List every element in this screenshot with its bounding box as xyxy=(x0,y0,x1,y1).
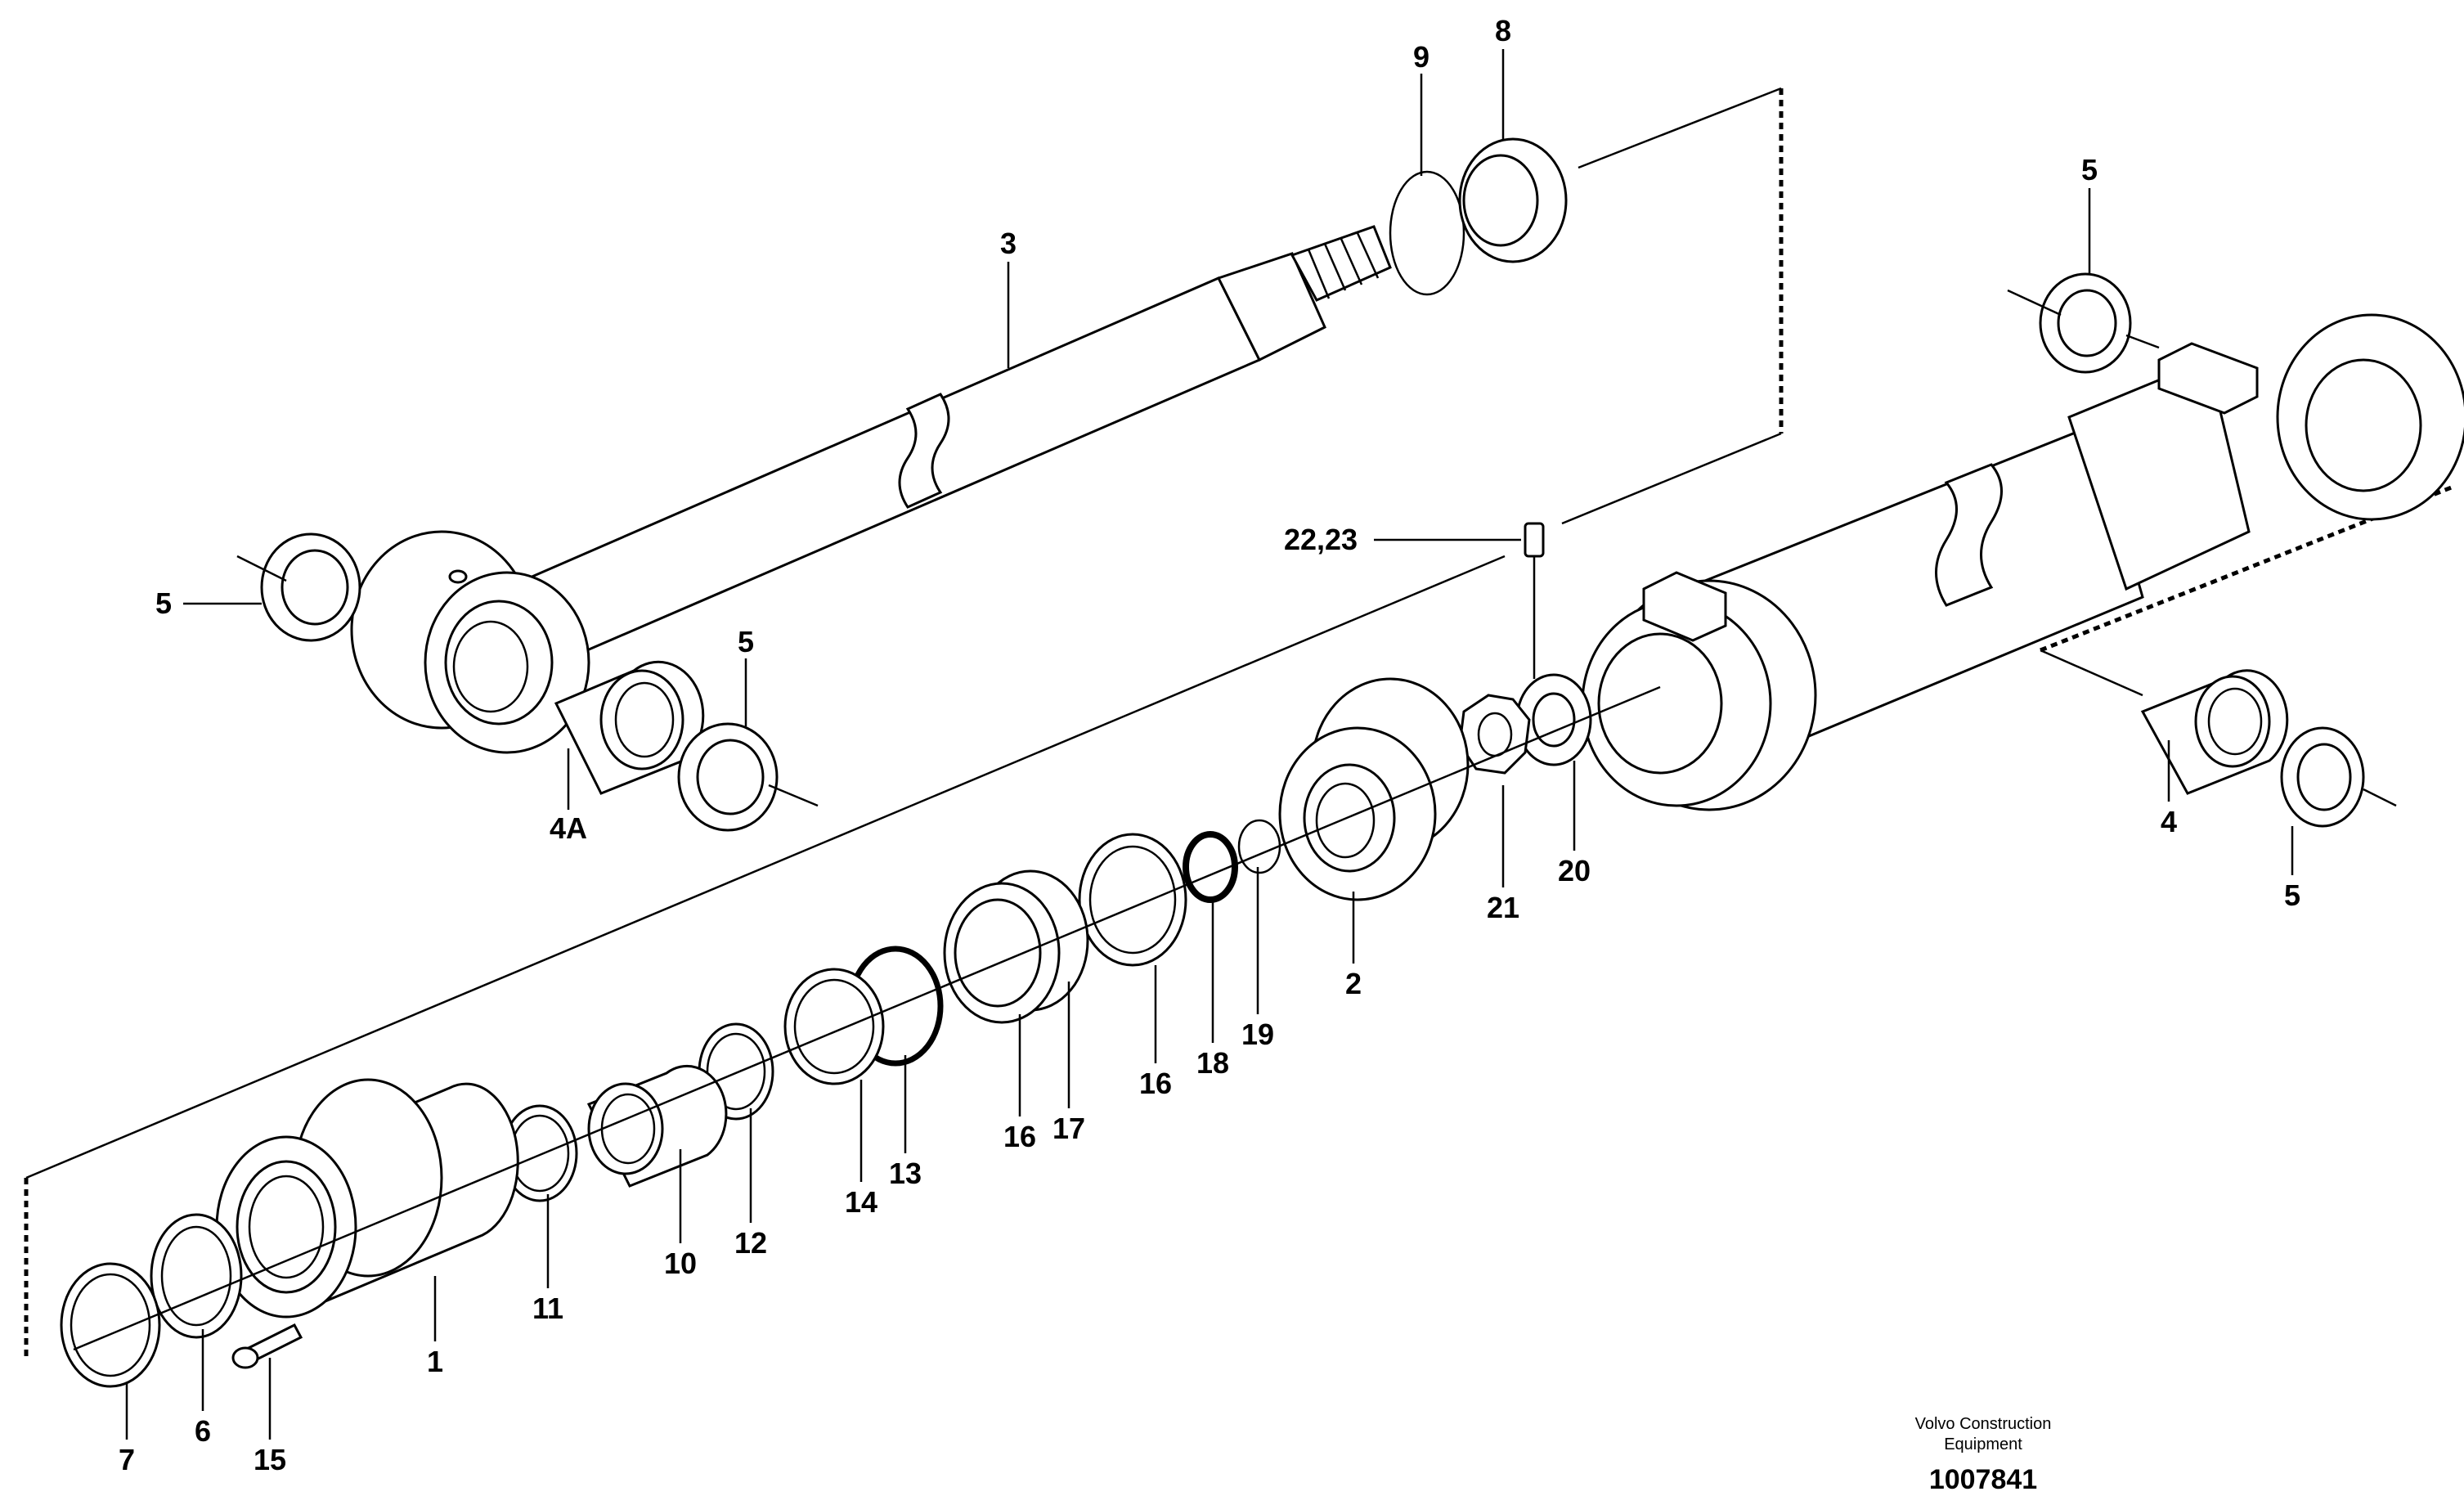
callout-6: 6 xyxy=(195,1414,211,1448)
leader-lines xyxy=(125,49,2294,1440)
callout-1: 1 xyxy=(427,1345,443,1378)
bushing-4 xyxy=(2140,669,2289,795)
callout-5-left: 5 xyxy=(155,586,172,620)
callout-5-mid: 5 xyxy=(738,625,754,658)
callout-2: 2 xyxy=(1345,967,1362,1000)
piston-rod xyxy=(350,225,1392,754)
callout-8: 8 xyxy=(1495,14,1511,47)
caption-block: Volvo Construction Equipment 1007841 xyxy=(1915,1415,2052,1495)
callout-4a: 4A xyxy=(550,811,587,845)
eye-seal-left xyxy=(260,532,361,642)
screw-15 xyxy=(231,1323,303,1369)
callout-7: 7 xyxy=(119,1443,135,1476)
company-name-line1: Volvo Construction xyxy=(1915,1415,2052,1433)
callout-22-23: 22,23 xyxy=(1284,523,1358,556)
callout-15: 15 xyxy=(254,1443,286,1476)
callout-21: 21 xyxy=(1487,891,1519,924)
lock-washer xyxy=(1458,694,1531,775)
seal-kit xyxy=(943,869,1089,1024)
callout-20: 20 xyxy=(1558,854,1591,887)
callout-12: 12 xyxy=(734,1226,767,1260)
callout-14: 14 xyxy=(845,1185,877,1219)
o-ring-19 xyxy=(1237,819,1281,874)
snap-ring xyxy=(1389,170,1465,296)
piston xyxy=(1278,677,1470,901)
callout-17: 17 xyxy=(1052,1112,1085,1145)
wiper-6 xyxy=(150,1213,243,1339)
callout-16-right: 16 xyxy=(1139,1067,1172,1100)
callout-11: 11 xyxy=(532,1292,563,1325)
bushing-4a xyxy=(554,660,705,795)
callout-9: 9 xyxy=(1413,40,1429,74)
cylinder-tube xyxy=(1581,313,2464,811)
rod-seal xyxy=(1458,137,1568,263)
callout-13: 13 xyxy=(889,1157,922,1190)
callout-16-left: 16 xyxy=(1003,1120,1036,1153)
callout-10: 10 xyxy=(664,1247,697,1280)
eye-seal-right xyxy=(677,722,779,832)
guide-band-16-right xyxy=(1078,833,1187,967)
grease-nipple xyxy=(1524,522,1545,679)
tube-seal-top xyxy=(2039,272,2132,374)
callout-19: 19 xyxy=(1241,1018,1274,1051)
drawing-number: 1007841 xyxy=(1929,1464,2037,1495)
company-name-line2: Equipment xyxy=(1944,1435,2022,1453)
bushing-10 xyxy=(586,1064,728,1188)
callout-labels: 3 9 8 5 5 5 4A 22,23 2 21 20 19 18 16 17… xyxy=(119,14,2300,1476)
callout-4: 4 xyxy=(2161,805,2177,838)
tube-seal-bottom xyxy=(2280,726,2365,828)
piston-nut xyxy=(1515,673,1592,766)
callout-5-bottom-right: 5 xyxy=(2284,878,2300,912)
ring-7 xyxy=(60,1262,161,1388)
cylinder-head xyxy=(215,1078,519,1319)
back-up-ring-14 xyxy=(783,968,885,1085)
o-ring-18 xyxy=(1183,831,1238,903)
callout-18: 18 xyxy=(1196,1046,1229,1080)
callout-5-top-right: 5 xyxy=(2081,153,2098,186)
callout-3: 3 xyxy=(1000,227,1017,260)
